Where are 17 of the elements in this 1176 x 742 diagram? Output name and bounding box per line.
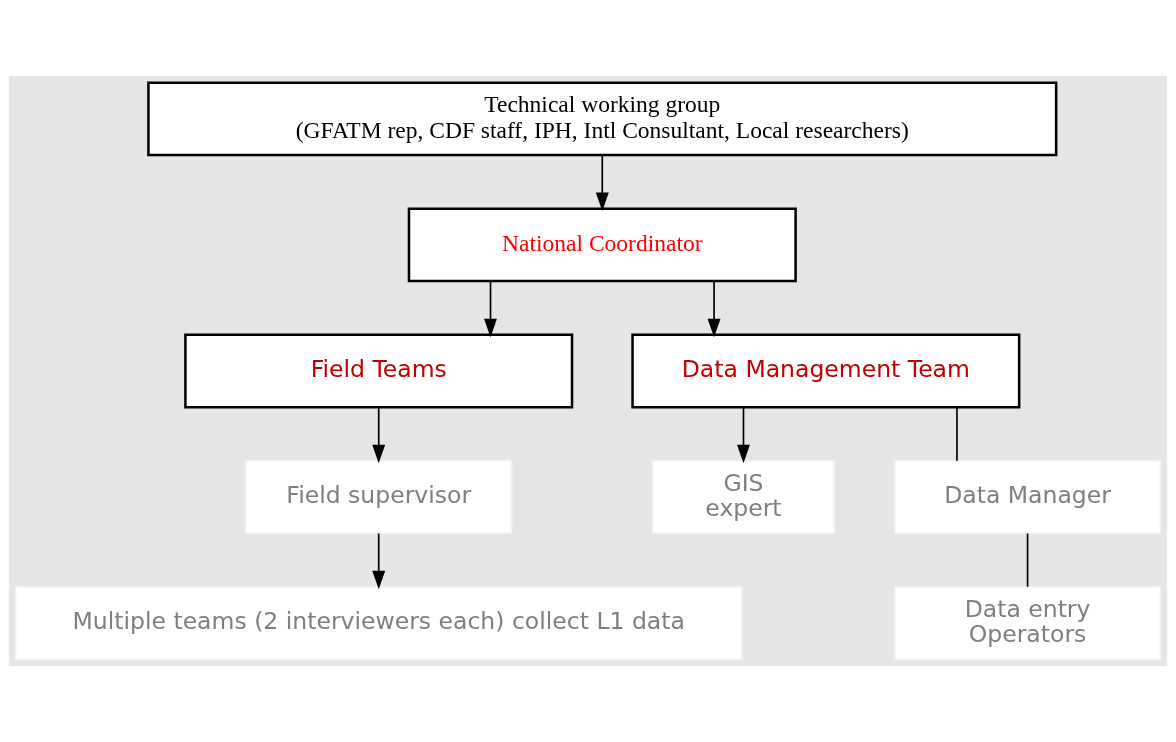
node-box: Field Teams <box>184 333 574 409</box>
node-box: Multiple teams (2 interviewers each) collect L1 data <box>14 586 743 661</box>
arrow <box>737 406 750 464</box>
connector <box>1026 532 1029 588</box>
node-box: Field supervisor <box>245 460 513 535</box>
node-box: National Coordinator <box>407 207 797 283</box>
connector <box>956 406 958 462</box>
node-box: Technical working group (GFATM rep, CDF staff, IPH, Intl Consultant, Local researchers) <box>147 81 1058 157</box>
arrow <box>372 532 386 590</box>
arrow <box>595 154 609 212</box>
node-box: Data entry Operators <box>893 586 1162 661</box>
node-box: GIS expert <box>651 460 836 535</box>
node-box: Data Manager <box>893 460 1162 535</box>
arrow <box>707 280 721 338</box>
node-box: Data Management Team <box>631 333 1021 409</box>
arrow <box>372 406 386 464</box>
arrow <box>484 280 497 338</box>
